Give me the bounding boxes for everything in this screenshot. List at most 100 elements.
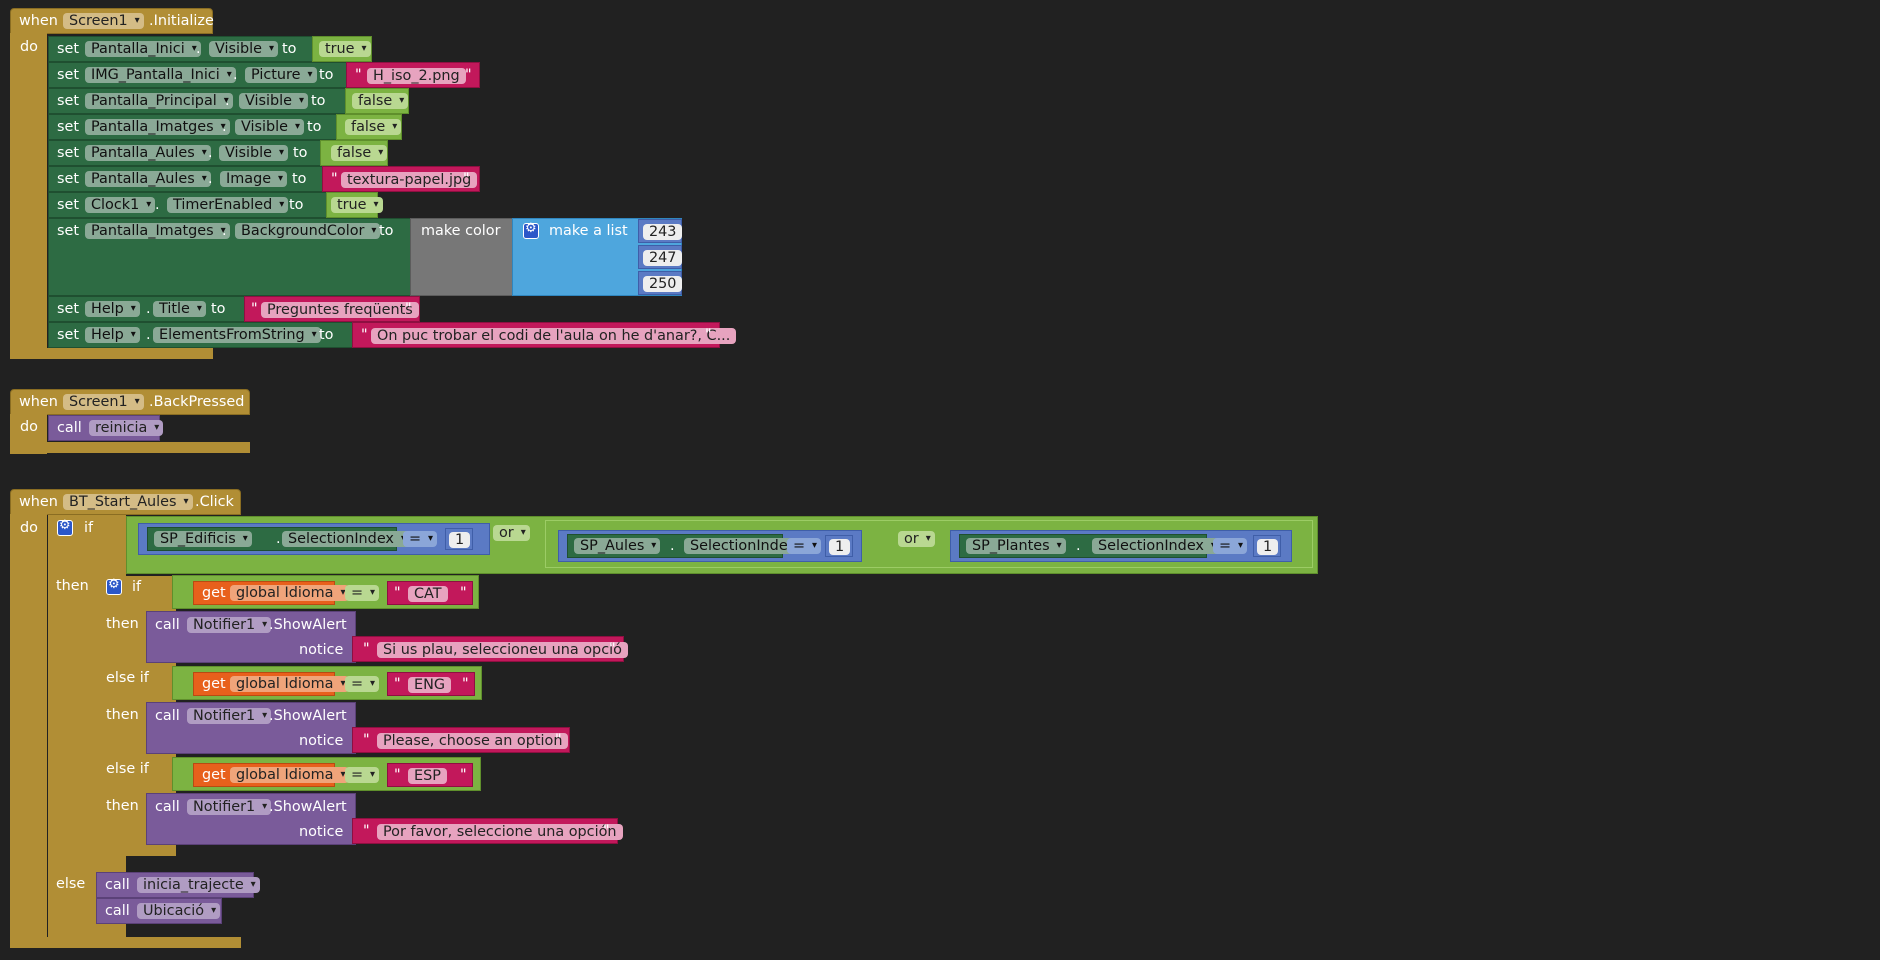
text-field[interactable]: Please, choose an option: [377, 733, 569, 749]
component-dropdown[interactable]: Pantalla_Imatges: [85, 223, 230, 239]
text-block[interactable]: " CAT ": [387, 581, 473, 605]
compare-block-sp-aules[interactable]: SP_Aules . SelectionIndex = 1: [558, 530, 862, 562]
set-row-pantalla-imatges-backgroundcolor[interactable]: set Pantalla_Imatges . BackgroundColor t…: [48, 218, 414, 296]
number-block-250[interactable]: 250: [638, 271, 683, 295]
getter-sp-plantes[interactable]: SP_Plantes . SelectionIndex: [959, 534, 1220, 558]
call-notifier-showalert-eng[interactable]: call Notifier1 .ShowAlert notice: [146, 702, 356, 754]
number-field[interactable]: 250: [643, 276, 683, 292]
variable-dropdown[interactable]: global Idioma: [230, 767, 350, 783]
call-notifier-showalert-cat[interactable]: call Notifier1 .ShowAlert notice: [146, 611, 356, 663]
event-block-screen1-backpressed[interactable]: when Screen1 .BackPressed: [10, 389, 250, 415]
operator-dropdown[interactable]: =: [787, 538, 822, 554]
variable-dropdown[interactable]: global Idioma: [230, 676, 350, 692]
procedure-dropdown[interactable]: Ubicació: [137, 903, 221, 919]
text-block-cat-msg[interactable]: " Si us plau, seleccioneu una opció ": [352, 636, 628, 662]
property-dropdown[interactable]: SelectionIndex: [1092, 538, 1220, 554]
set-row-clock1-timerenabled[interactable]: set Clock1 . TimerEnabled to: [48, 192, 330, 218]
boolean-dropdown[interactable]: true: [319, 41, 371, 57]
boolean-value-block[interactable]: true: [326, 192, 383, 218]
property-dropdown[interactable]: Title: [153, 301, 206, 317]
or-operator-dropdown[interactable]: or: [898, 531, 935, 547]
gear-icon[interactable]: [106, 577, 122, 595]
boolean-dropdown[interactable]: true: [331, 197, 383, 213]
getter-sp-edificis[interactable]: SP_Edificis . SelectionIndex: [147, 527, 410, 551]
property-dropdown[interactable]: Visible: [239, 93, 309, 109]
gear-icon[interactable]: [523, 221, 539, 239]
component-dropdown[interactable]: Notifier1: [187, 708, 272, 724]
text-value-block[interactable]: " textura-papel.jpg ": [322, 166, 480, 192]
event-block-screen1-initialize[interactable]: when Screen1 .Initialize: [10, 8, 214, 34]
compare-idioma-eng[interactable]: get global Idioma = " ENG ": [172, 666, 482, 700]
text-field[interactable]: ESP: [408, 768, 447, 784]
operator-dropdown[interactable]: =: [345, 676, 380, 692]
number-field[interactable]: 247: [643, 250, 683, 266]
property-dropdown[interactable]: BackgroundColor: [235, 223, 381, 239]
property-dropdown[interactable]: SelectionIndex: [684, 538, 812, 554]
number-field[interactable]: 1: [829, 539, 851, 555]
set-row-help-title[interactable]: set Help . Title to: [48, 296, 248, 322]
operator-dropdown[interactable]: =: [345, 767, 380, 783]
operator-dropdown[interactable]: =: [1213, 538, 1248, 554]
number-block-247[interactable]: 247: [638, 245, 683, 269]
number-block[interactable]: 1: [445, 528, 473, 550]
component-dropdown[interactable]: Pantalla_Principal: [85, 93, 233, 109]
operator-dropdown[interactable]: =: [403, 531, 438, 547]
component-dropdown[interactable]: Notifier1: [187, 799, 272, 815]
set-row-img-pantalla-inici-picture[interactable]: set IMG_Pantalla_Inici . Picture to: [48, 62, 350, 88]
component-dropdown[interactable]: SP_Edificis: [154, 531, 252, 547]
call-inicia-trajecte-block[interactable]: call inicia_trajecte: [96, 872, 260, 898]
property-dropdown[interactable]: Visible: [209, 41, 279, 57]
property-dropdown[interactable]: Visible: [219, 145, 289, 161]
compare-block-sp-plantes[interactable]: SP_Plantes . SelectionIndex = 1: [950, 530, 1292, 562]
text-field[interactable]: H_iso_2.png: [367, 68, 466, 84]
boolean-dropdown[interactable]: false: [331, 145, 388, 161]
procedure-dropdown[interactable]: reinicia: [89, 420, 164, 436]
make-color-block[interactable]: make color: [410, 218, 516, 296]
text-field[interactable]: CAT: [408, 586, 448, 602]
number-block-243[interactable]: 243: [638, 219, 683, 243]
component-dropdown[interactable]: Pantalla_Imatges: [85, 119, 230, 135]
call-notifier-showalert-esp[interactable]: call Notifier1 .ShowAlert notice: [146, 793, 356, 845]
compare-idioma-cat[interactable]: get global Idioma = " CAT ": [172, 575, 479, 609]
component-dropdown[interactable]: Pantalla_Inici: [85, 41, 201, 57]
component-dropdown[interactable]: Pantalla_Aules: [85, 171, 211, 187]
component-dropdown[interactable]: SP_Plantes: [966, 538, 1066, 554]
number-field[interactable]: 1: [449, 532, 471, 548]
text-field[interactable]: Preguntes freqüents: [261, 302, 419, 318]
property-dropdown[interactable]: Picture: [245, 67, 317, 83]
boolean-dropdown[interactable]: false: [345, 119, 402, 135]
procedure-dropdown[interactable]: inicia_trajecte: [137, 877, 260, 893]
number-field[interactable]: 243: [643, 224, 683, 240]
component-dropdown[interactable]: Screen1: [63, 13, 144, 29]
event-block-bt-start-aules-click[interactable]: when BT_Start_Aules .Click: [10, 489, 241, 515]
component-dropdown[interactable]: Clock1: [85, 197, 156, 213]
call-reinicia-block[interactable]: call reinicia: [48, 415, 164, 441]
text-field[interactable]: textura-papel.jpg: [341, 172, 478, 188]
text-field[interactable]: ENG: [408, 677, 452, 693]
component-dropdown[interactable]: Screen1: [63, 394, 144, 410]
property-dropdown[interactable]: Visible: [235, 119, 305, 135]
component-dropdown[interactable]: Help: [85, 301, 140, 317]
gear-icon[interactable]: [57, 518, 73, 536]
get-global-idioma[interactable]: get global Idioma: [193, 581, 350, 605]
text-field[interactable]: Si us plau, seleccioneu una opció: [377, 642, 628, 658]
text-field[interactable]: On puc trobar el codi de l'aula on he d'…: [371, 328, 737, 344]
text-field[interactable]: Por favor, seleccione una opción: [377, 824, 623, 840]
set-row-pantalla-imatges-visible[interactable]: set Pantalla_Imatges . Visible to: [48, 114, 338, 140]
set-row-help-elementsfromstring[interactable]: set Help . ElementsFromString to: [48, 322, 356, 348]
text-value-block[interactable]: " Preguntes freqüents ": [244, 296, 420, 322]
text-block[interactable]: " ESP ": [387, 763, 473, 787]
boolean-value-block[interactable]: false: [336, 114, 402, 140]
call-ubicacio-block[interactable]: call Ubicació: [96, 898, 222, 924]
component-dropdown[interactable]: SP_Aules: [574, 538, 661, 554]
component-dropdown[interactable]: Notifier1: [187, 617, 272, 633]
compare-block-sp-edificis[interactable]: SP_Edificis . SelectionIndex = 1: [138, 523, 490, 555]
get-global-idioma[interactable]: get global Idioma: [193, 763, 350, 787]
set-row-pantalla-principal-visible[interactable]: set Pantalla_Principal . Visible to: [48, 88, 348, 114]
property-dropdown[interactable]: SelectionIndex: [282, 531, 410, 547]
component-dropdown[interactable]: Pantalla_Aules: [85, 145, 211, 161]
boolean-value-block[interactable]: false: [345, 88, 409, 114]
compare-idioma-esp[interactable]: get global Idioma = " ESP ": [172, 757, 481, 791]
set-row-pantalla-inici-visible[interactable]: set Pantalla_Inici . Visible to: [48, 36, 316, 62]
text-block-eng-msg[interactable]: " Please, choose an option ": [352, 727, 570, 753]
